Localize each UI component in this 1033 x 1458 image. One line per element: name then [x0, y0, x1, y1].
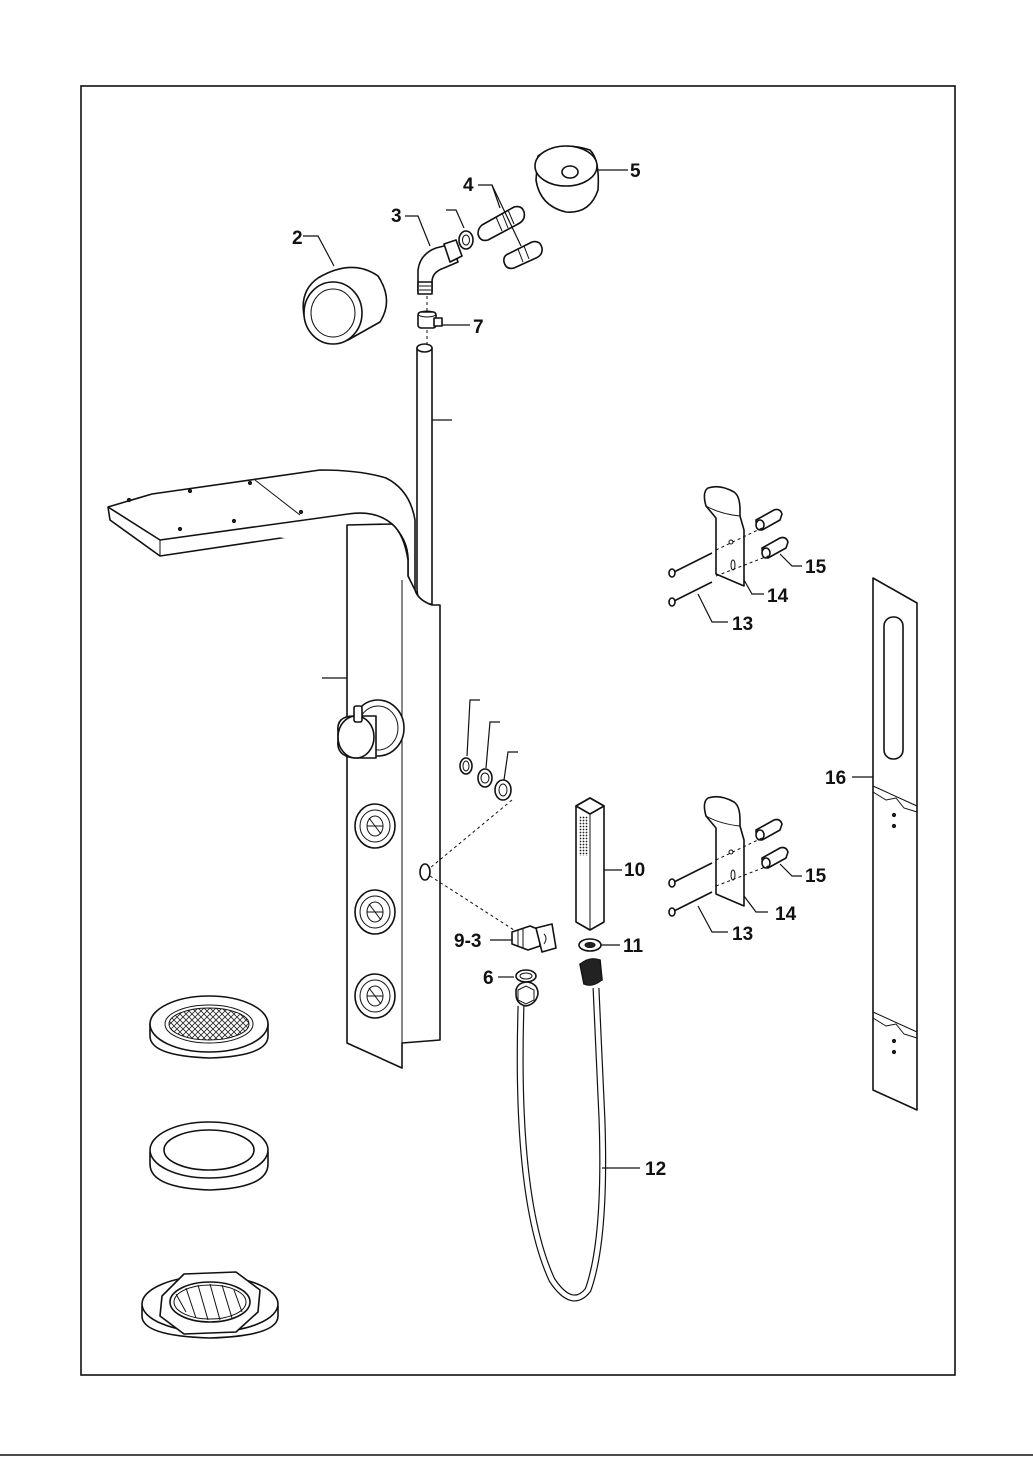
part-11-hand-shower-washer: [579, 939, 620, 951]
screw-bottom-1: [669, 863, 712, 887]
part-12-flexible-hose: [516, 959, 640, 1298]
screw-bottom-2: [669, 892, 712, 916]
label-part-12: 12: [645, 1159, 666, 1180]
label-part-4: 4: [463, 175, 474, 196]
part-6-hose-washer: [498, 970, 536, 982]
part-10-hand-shower: [576, 798, 622, 930]
label-part-14-top: 14: [767, 586, 789, 607]
label-part-13-top: 13: [732, 614, 753, 635]
part-16-mounting-template: [852, 578, 917, 1110]
part-8-vertical-pipe: [417, 344, 452, 604]
body-jet-2: [355, 890, 395, 934]
part-4-threaded-nipples: [478, 185, 542, 268]
anchor-plug-bottom-1: [756, 820, 782, 841]
label-part-9-3: 9-3: [454, 931, 481, 952]
anchor-plug-bottom-2: [762, 848, 788, 869]
body-jet-1: [355, 804, 395, 848]
label-part-6: 6: [483, 968, 494, 989]
label-part-15-bottom: 15: [805, 866, 827, 887]
part-9-3-hand-shower-holder: [490, 924, 556, 952]
side-outlet-washers: [430, 700, 518, 930]
label-part-11: 11: [623, 936, 644, 957]
flat-rubber-washer: [150, 1122, 268, 1190]
part-2-wall-flange-cover: [303, 236, 387, 344]
label-part-5: 5: [630, 161, 641, 182]
shower-panel-body: [108, 470, 440, 1068]
screw-top-2: [669, 582, 712, 606]
spray-nozzle-pattern: [579, 816, 588, 856]
anchor-plug-top-1: [756, 510, 782, 531]
label-part-10: 10: [624, 860, 645, 881]
screw-top-1: [669, 553, 712, 577]
part-3-elbow-connector: [405, 216, 462, 294]
label-part-16: 16: [825, 768, 846, 789]
label-part-3: 3: [391, 206, 402, 227]
part-7-pipe-clamp: [418, 296, 470, 344]
body-jet-3: [355, 974, 395, 1018]
hex-lock-nut: [142, 1272, 278, 1338]
filter-washer-with-mesh: [150, 996, 268, 1058]
label-part-14-bottom: 14: [775, 904, 797, 925]
label-part-2: 2: [292, 228, 303, 249]
part-5-flange-cup: [535, 146, 628, 212]
label-part-13-bottom: 13: [732, 924, 753, 945]
anchor-plug-top-2: [762, 538, 788, 559]
label-part-15-top: 15: [805, 557, 827, 578]
label-part-7: 7: [473, 317, 484, 338]
